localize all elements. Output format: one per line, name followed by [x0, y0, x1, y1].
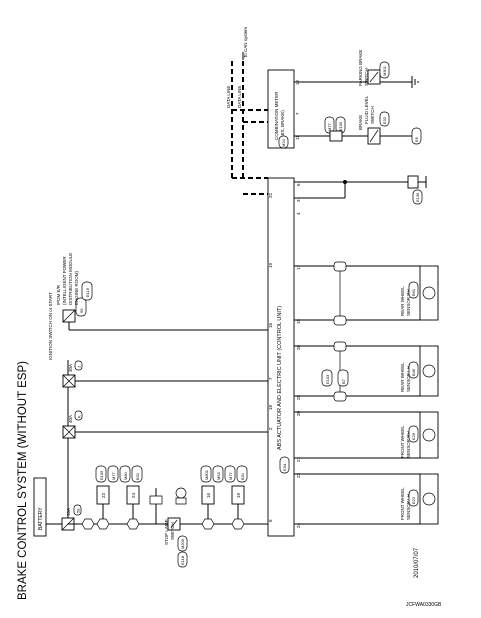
ipdm-label-4: ENGINE ROOM) [74, 270, 79, 305]
fr-sensor-label-2: SENSOR RH [406, 431, 411, 458]
fl-sensor-connector: E22 [411, 496, 416, 504]
meter-pin-7: 7 [295, 112, 300, 115]
abs-pin-22: 22 [268, 192, 273, 198]
battery-label: BATTERY [38, 507, 44, 530]
connector-m77c: M77 [327, 122, 332, 131]
connector-m77: M77 [111, 471, 116, 480]
abs-pin-2: 2 [268, 427, 273, 430]
pin-24: 24 [131, 492, 136, 498]
fr-sensor-connector: E29 [411, 432, 416, 440]
rr-sensor-label-1: REAR WHEEL [400, 286, 405, 316]
pin-19: 19 [236, 492, 241, 498]
stop-lamp-connector-2: E118 [180, 555, 185, 565]
connector-e6: E6 [414, 136, 419, 142]
abs-pin-21: 21 [296, 456, 301, 462]
abs-pin-6: 6 [296, 183, 301, 186]
fluid-level-connector: E32 [382, 116, 387, 124]
fusible-link-id: 58 [76, 508, 81, 513]
fuse-40a-id: K [77, 415, 82, 418]
pin-16: 16 [206, 492, 211, 498]
connector-m80: M80 [123, 471, 128, 480]
ipdm-connector: E119 [85, 287, 90, 297]
connector-b31: B31 [135, 472, 140, 480]
abs-pin-20: 20 [296, 410, 301, 416]
combination-meter-box [267, 69, 295, 149]
ground-block [407, 175, 419, 189]
meter-label-1: COMBINATION METER [274, 91, 279, 140]
fluid-level-label-1: BRAKE [358, 115, 363, 130]
abs-pin-23: 23 [296, 472, 301, 478]
stop-lamp-label-1: STOP LAMP [164, 519, 169, 545]
abs-pin-7: 7 [268, 377, 273, 380]
fluid-level-label-2: FLUID LEVEL [364, 95, 369, 124]
fluid-level-label-3: SWITCH [370, 106, 375, 124]
connector-m53: M53 [216, 471, 221, 480]
rr-sensor-connector: B61 [411, 288, 416, 296]
rl-sensor-label-2: SENSOR LH [406, 366, 411, 392]
abs-pin-15: 15 [296, 318, 301, 324]
battery-box [33, 477, 47, 537]
page-title: BRAKE CONTROL SYSTEM (WITHOUT ESP) [17, 361, 29, 600]
meter-label-2: (ABS, BRAKE) [280, 110, 285, 140]
rr-sensor-label-2: SENSOR RH [406, 289, 411, 316]
abs-actuator-box [267, 177, 295, 537]
fr-sensor-label-1: FRONT WHEEL [400, 425, 405, 458]
ipdm-pin: 59 [79, 308, 84, 313]
stop-lamp-label-2: SWITCH [170, 522, 175, 540]
abs-pin-24: 24 [296, 522, 301, 528]
can-data-line-l: DATA LINE [226, 86, 231, 108]
diagram-code: JCFWA0330GB [406, 602, 442, 608]
abs-pin-4: 4 [296, 212, 301, 215]
abs-pin-25: 25 [296, 394, 301, 400]
rl-sensor-label-1: REAR WHEEL [400, 362, 405, 392]
ground-connector: E136 [415, 192, 420, 202]
ipdm-label-2: (INTELLIGENT POWER [62, 256, 67, 305]
stop-lamp-connector-1: M209 [180, 538, 185, 549]
ipdm-label-3: DISTRIBUTION MODULE [68, 253, 73, 305]
fl-sensor-label-1: FRONT WHEEL [400, 487, 405, 520]
can-label: To CAN system [243, 27, 248, 58]
meter-pin-11: 11 [295, 135, 300, 140]
parking-brake-connector: M301 [382, 65, 387, 76]
abs-pin-3: 3 [296, 199, 301, 202]
fuse-30a-id: J [77, 366, 82, 368]
pin-23: 23 [101, 492, 106, 498]
meter-connector: M24 [281, 138, 286, 147]
abs-connector: E34 [282, 463, 287, 471]
ignition-switch-label: IGNITION SWITCH ON or START [48, 292, 53, 360]
diagram-date: 2010/07/07 [414, 547, 420, 578]
connector-e105b: E105 [338, 121, 343, 131]
connector-m77b: M77 [228, 471, 233, 480]
abs-pin-18: 18 [268, 404, 273, 410]
abs-pin-8: 8 [268, 519, 273, 522]
connector-b7: B7 [341, 378, 346, 384]
fuse-40a-rating: 40A [68, 415, 73, 423]
abs-pin-16: 16 [268, 322, 273, 328]
abs-pin-19: 19 [268, 262, 273, 268]
connector-e105: E105 [99, 470, 104, 480]
fuse-30a-rating: 30A [68, 364, 73, 372]
connector-m801: M801 [204, 469, 209, 480]
parking-brake-label-2: SWITCH [364, 68, 369, 86]
connector-b31b: B31 [240, 472, 245, 480]
abs-pin-26: 26 [296, 344, 301, 350]
abs-label: ABS ACTUATOR AND ELECTRIC UNIT (CONTROL … [277, 306, 283, 450]
rl-sensor-connector: B46 [411, 368, 416, 376]
fl-sensor-label-2: SENSOR LH [406, 494, 411, 520]
ipdm-label-1: IPDM E/R [56, 284, 61, 305]
connector-e103: E103 [325, 374, 330, 384]
can-data-line-h: DATA LINE [237, 86, 242, 108]
parking-brake-label-1: PARKING BRAKE [358, 50, 363, 86]
abs-pin-17: 17 [296, 264, 301, 270]
